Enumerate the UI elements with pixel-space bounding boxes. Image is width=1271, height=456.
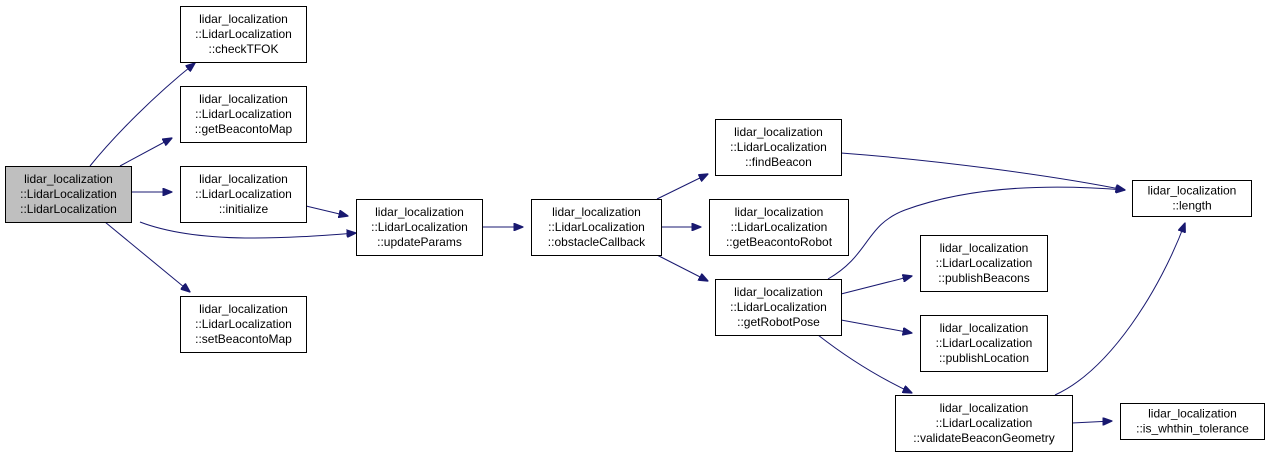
edge-getRobotPose-to-publishBeacons [840,276,912,295]
node-label-line: ::LidarLocalization [195,317,292,331]
node-label-line: ::publishLocation [939,351,1029,365]
node-label-line: ::LidarLocalization [371,220,468,234]
node-validateBeaconGeometry[interactable]: lidar_localization::LidarLocalization::v… [895,395,1073,452]
node-label-line: lidar_localization [24,172,113,186]
node-label-line: ::LidarLocalization [730,300,827,314]
node-label-line: lidar_localization [734,285,823,299]
node-box[interactable] [180,86,307,143]
edge-validateBeaconGeometry-to-length [1054,223,1185,396]
node-label-line: ::is_whthin_tolerance [1136,422,1249,436]
edge-root-to-checkTFOK [89,63,195,167]
node-publishLocation[interactable]: lidar_localization::LidarLocalization::p… [920,315,1048,372]
edge-getRobotPose-to-length [827,187,1125,280]
node-label-line: ::findBeacon [745,155,812,169]
node-label-line: lidar_localization [734,125,823,139]
node-label-line: ::LidarLocalization [731,220,828,234]
edges-layer [89,63,1185,423]
edge-getRobotPose-to-validateBeaconGeometry [817,334,912,393]
node-checkTFOK[interactable]: lidar_localization::LidarLocalization::c… [180,6,307,63]
node-label-line: lidar_localization [735,205,824,219]
node-publishBeacons[interactable]: lidar_localization::LidarLocalization::p… [920,235,1048,292]
edge-validateBeaconGeometry-to-is_whthin_tolerance [1071,421,1112,423]
node-box[interactable] [715,119,842,176]
node-is_whthin_tolerance[interactable]: lidar_localization::is_whthin_tolerance [1120,403,1265,440]
node-label-line: ::publishBeacons [938,271,1029,285]
node-label-line: ::LidarLocalization [20,202,117,216]
node-label-line: lidar_localization [375,205,464,219]
node-box[interactable] [5,166,132,223]
node-label-line: lidar_localization [199,302,288,316]
node-root[interactable]: lidar_localization::LidarLocalization::L… [5,166,132,223]
node-label-line: ::LidarLocalization [936,256,1033,270]
edge-getRobotPose-to-publishLocation [840,319,912,333]
edge-obstacleCallback-to-findBeacon [656,174,708,200]
node-label-line: lidar_localization [199,92,288,106]
node-findBeacon[interactable]: lidar_localization::LidarLocalization::f… [715,119,842,176]
node-setBeacontoMap[interactable]: lidar_localization::LidarLocalization::s… [180,296,307,353]
edge-initialize-to-updateParams [305,205,348,216]
node-initialize[interactable]: lidar_localization::LidarLocalization::i… [180,166,307,223]
node-getBeacontoRobot[interactable]: lidar_localization::LidarLocalization::g… [709,199,849,256]
node-box[interactable] [180,166,307,223]
node-box[interactable] [1132,180,1252,217]
node-label-line: ::getBeacontoMap [195,122,293,136]
node-label-line: lidar_localization [199,172,288,186]
node-label-line: ::getBeacontoRobot [726,235,833,249]
node-box[interactable] [895,395,1073,452]
node-box[interactable] [180,296,307,353]
node-label-line: ::LidarLocalization [195,107,292,121]
node-label-line: lidar_localization [552,205,641,219]
node-label-line: lidar_localization [940,241,1029,255]
node-updateParams[interactable]: lidar_localization::LidarLocalization::u… [356,199,483,256]
node-label-line: ::length [1172,199,1211,213]
node-box[interactable] [920,315,1048,372]
node-length[interactable]: lidar_localization::length [1132,180,1252,217]
node-label-line: ::LidarLocalization [936,416,1033,430]
node-label-line: ::updateParams [377,235,462,249]
node-obstacleCallback[interactable]: lidar_localization::LidarLocalization::o… [531,199,662,256]
node-box[interactable] [180,6,307,63]
edge-findBeacon-to-length [840,152,1125,190]
node-label-line: lidar_localization [199,12,288,26]
node-label-line: ::initialize [219,202,269,216]
node-box[interactable] [356,199,483,256]
node-label-line: ::LidarLocalization [548,220,645,234]
node-label-line: ::setBeacontoMap [195,332,292,346]
edge-root-to-updateParams [139,221,356,239]
node-getRobotPose[interactable]: lidar_localization::LidarLocalization::g… [715,279,842,336]
node-label-line: ::checkTFOK [208,42,278,56]
node-label-line: ::validateBeaconGeometry [913,431,1054,445]
nodes-layer: lidar_localization::LidarLocalization::L… [5,6,1265,452]
node-box[interactable] [715,279,842,336]
node-label-line: lidar_localization [1148,407,1237,421]
node-box[interactable] [709,199,849,256]
node-label-line: ::LidarLocalization [195,27,292,41]
node-box[interactable] [1120,403,1265,440]
node-label-line: ::LidarLocalization [20,187,117,201]
node-label-line: lidar_localization [940,321,1029,335]
node-label-line: lidar_localization [1148,184,1237,198]
node-box[interactable] [920,235,1048,292]
node-label-line: ::LidarLocalization [195,187,292,201]
edge-root-to-setBeacontoMap [104,221,190,292]
node-label-line: ::LidarLocalization [730,140,827,154]
node-label-line: ::obstacleCallback [548,235,646,249]
node-box[interactable] [531,199,662,256]
node-label-line: lidar_localization [940,401,1029,415]
node-label-line: ::LidarLocalization [936,336,1033,350]
edge-root-to-getBeacontoMap [119,138,172,167]
node-getBeacontoMap[interactable]: lidar_localization::LidarLocalization::g… [180,86,307,143]
edge-obstacleCallback-to-getRobotPose [656,254,708,281]
node-label-line: ::getRobotPose [737,315,820,329]
